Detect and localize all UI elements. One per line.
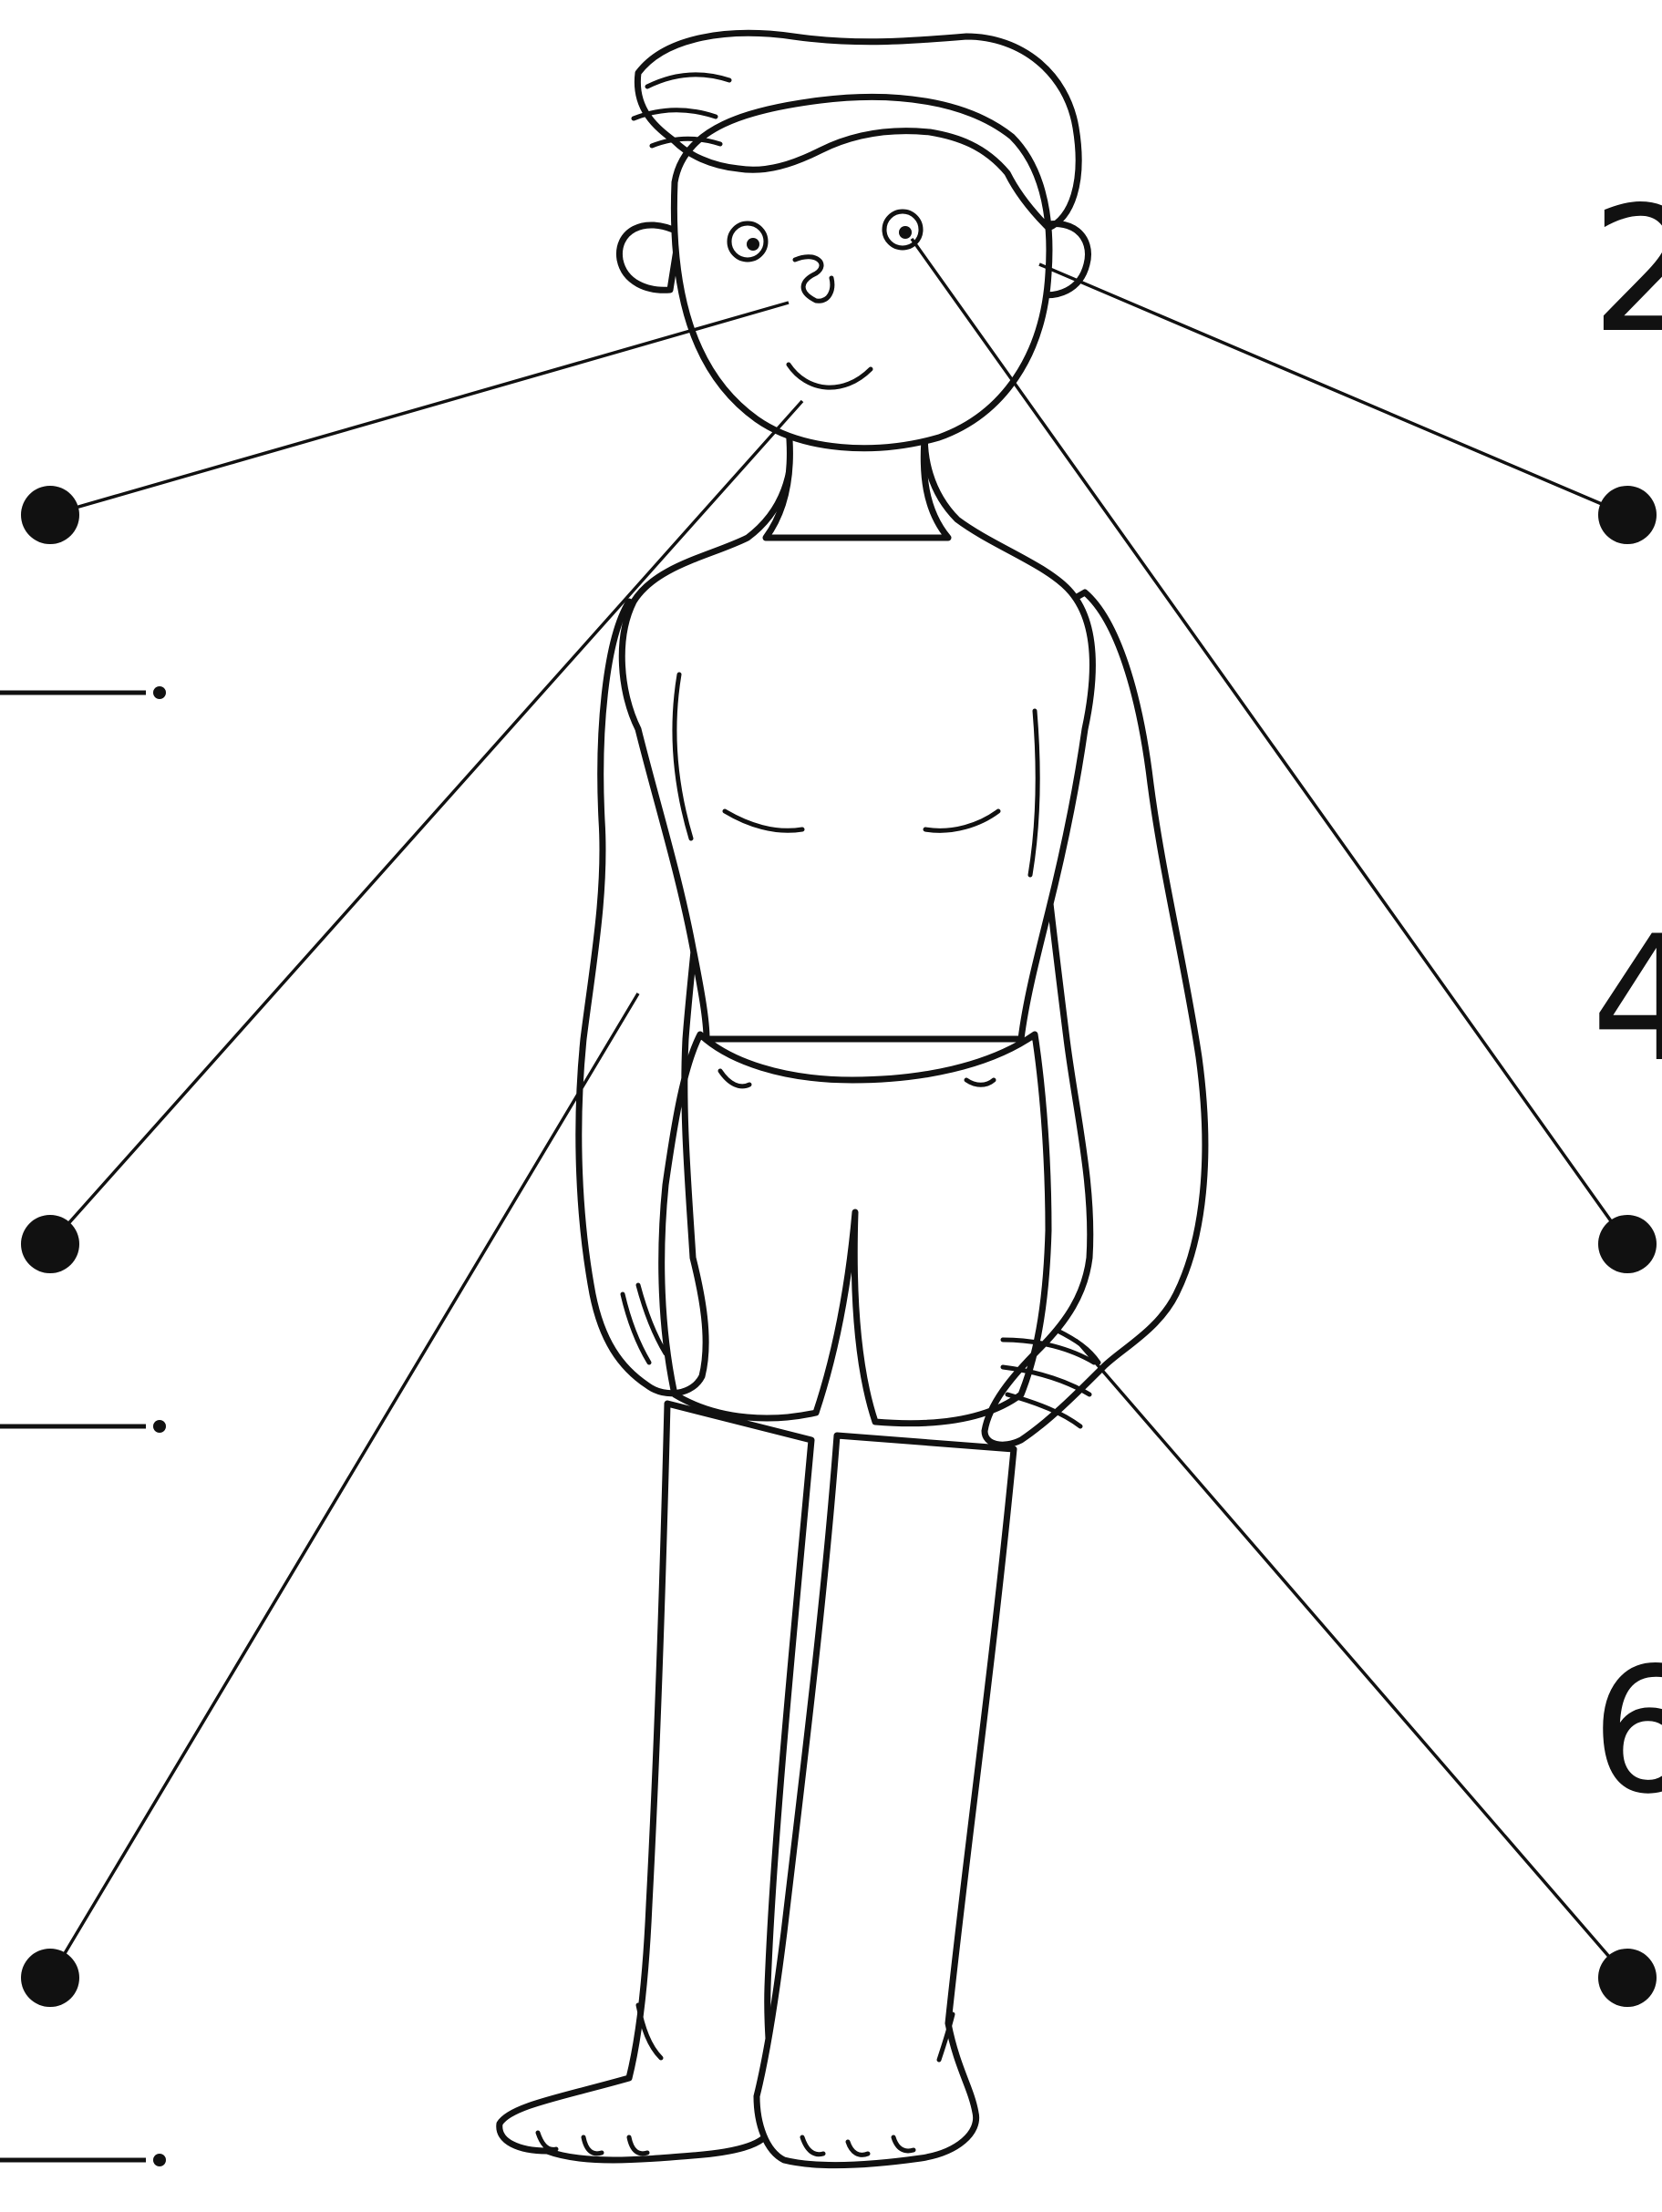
label-4: 4: [1591, 899, 1662, 1100]
right-dot-3[interactable]: [1598, 1949, 1657, 2007]
left-dot-3[interactable]: [21, 1949, 79, 2007]
leader-left-3: [50, 993, 638, 1978]
boy-figure: [500, 33, 1205, 2165]
left-dot-2[interactable]: [21, 1215, 79, 1273]
right-dot-1[interactable]: [1598, 486, 1657, 544]
right-dot-2[interactable]: [1598, 1215, 1657, 1273]
answer-blanks: [0, 686, 166, 2166]
shorts: [662, 1034, 1048, 1424]
face: [674, 97, 1049, 448]
left-dots: [21, 486, 79, 2007]
number-labels: 2 4 6: [1591, 170, 1662, 1832]
leader-left-1: [50, 303, 789, 515]
left-dot-1[interactable]: [21, 486, 79, 544]
left-ear: [619, 225, 679, 290]
label-2: 2: [1591, 170, 1662, 371]
leader-right-3: [1076, 1340, 1627, 1978]
label-6: 6: [1591, 1631, 1662, 1832]
legs: [500, 1404, 1014, 2166]
leader-right-1: [1039, 264, 1627, 515]
